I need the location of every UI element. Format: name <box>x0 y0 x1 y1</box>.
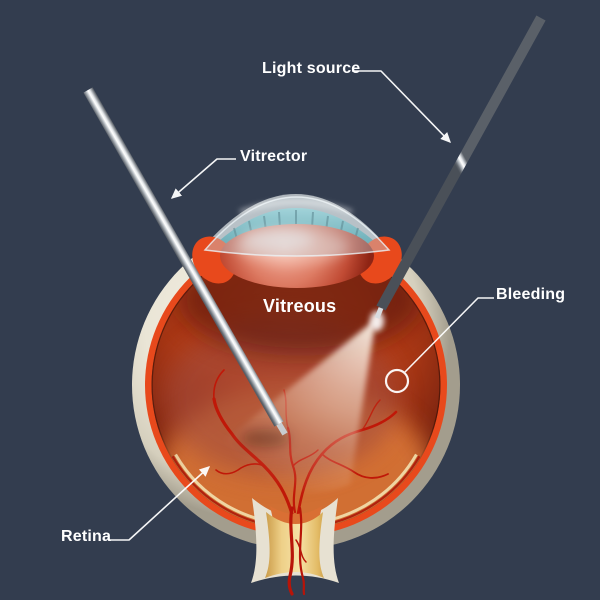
light-tip-glow <box>370 311 384 331</box>
light-source-probe <box>376 15 546 311</box>
retina-leader-line <box>108 466 211 541</box>
bleeding-label: Bleeding <box>496 286 566 303</box>
light-source-leader-line <box>352 70 451 144</box>
nerve-vessels <box>287 506 307 596</box>
bleeding-leader-line <box>404 297 494 373</box>
vitrector-label: Vitrector <box>240 148 308 165</box>
light-source-probe-tip <box>374 307 384 319</box>
nerve-fibers <box>265 512 324 578</box>
lens-sheen <box>242 230 314 250</box>
cornea-specular <box>239 200 353 214</box>
vitreous-label: Vitreous <box>263 296 337 316</box>
light-source-label: Light source <box>262 60 361 77</box>
instruments <box>83 15 546 436</box>
cornea <box>203 196 391 257</box>
retina-label: Retina <box>61 528 112 545</box>
annotations <box>108 70 494 541</box>
eyeball <box>132 194 460 596</box>
optic-nerve <box>251 498 339 596</box>
anterior-segment <box>192 194 402 288</box>
vitrector-probe-tip <box>276 422 288 436</box>
vitrector-leader-line <box>170 158 236 199</box>
bleeding-marker-circle <box>384 368 410 394</box>
light-beam <box>212 319 376 492</box>
vitrector-probe <box>83 87 284 427</box>
